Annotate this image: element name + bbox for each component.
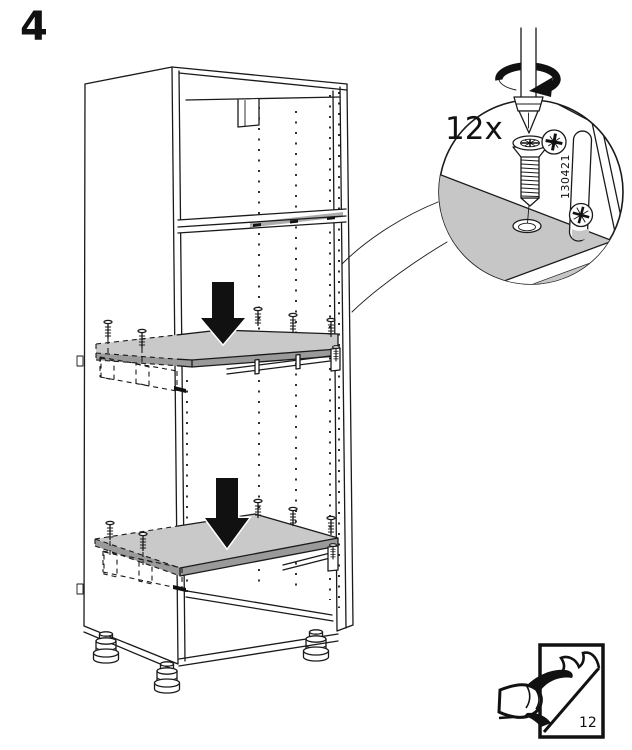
- callout-leader-lines: [341, 201, 448, 313]
- screw-illustration: [512, 135, 548, 224]
- oven-shelf-lower: [94, 476, 339, 592]
- page-fold-line: [542, 667, 601, 733]
- screwdriver-icon: [495, 27, 561, 134]
- hidden-rail-lower: [102, 541, 186, 592]
- quantity-label: 12x: [445, 111, 503, 147]
- insert-arrow-upper: [197, 280, 249, 347]
- top-bracket: [237, 98, 260, 128]
- screw-hole: [512, 218, 542, 234]
- support-rail-lower: [282, 543, 339, 572]
- page-number: 12: [579, 715, 597, 731]
- part-number: 130421: [559, 154, 572, 199]
- support-rail-upper: [226, 345, 341, 375]
- pozidriv-icon: [541, 129, 567, 155]
- insert-arrow-lower: [202, 476, 252, 551]
- oven-shelf-upper: [95, 280, 341, 393]
- hidden-rail-upper: [99, 339, 186, 393]
- fixed-shelf: [177, 208, 347, 234]
- slot-screw-icon: [568, 202, 594, 228]
- hand-icon: [497, 669, 573, 727]
- rotation-arrowhead: [529, 77, 553, 97]
- page-flip-icon: 12: [497, 643, 605, 739]
- step-number: 4: [20, 4, 48, 50]
- cabinet-frame: [76, 66, 354, 694]
- page-curl: [559, 651, 601, 673]
